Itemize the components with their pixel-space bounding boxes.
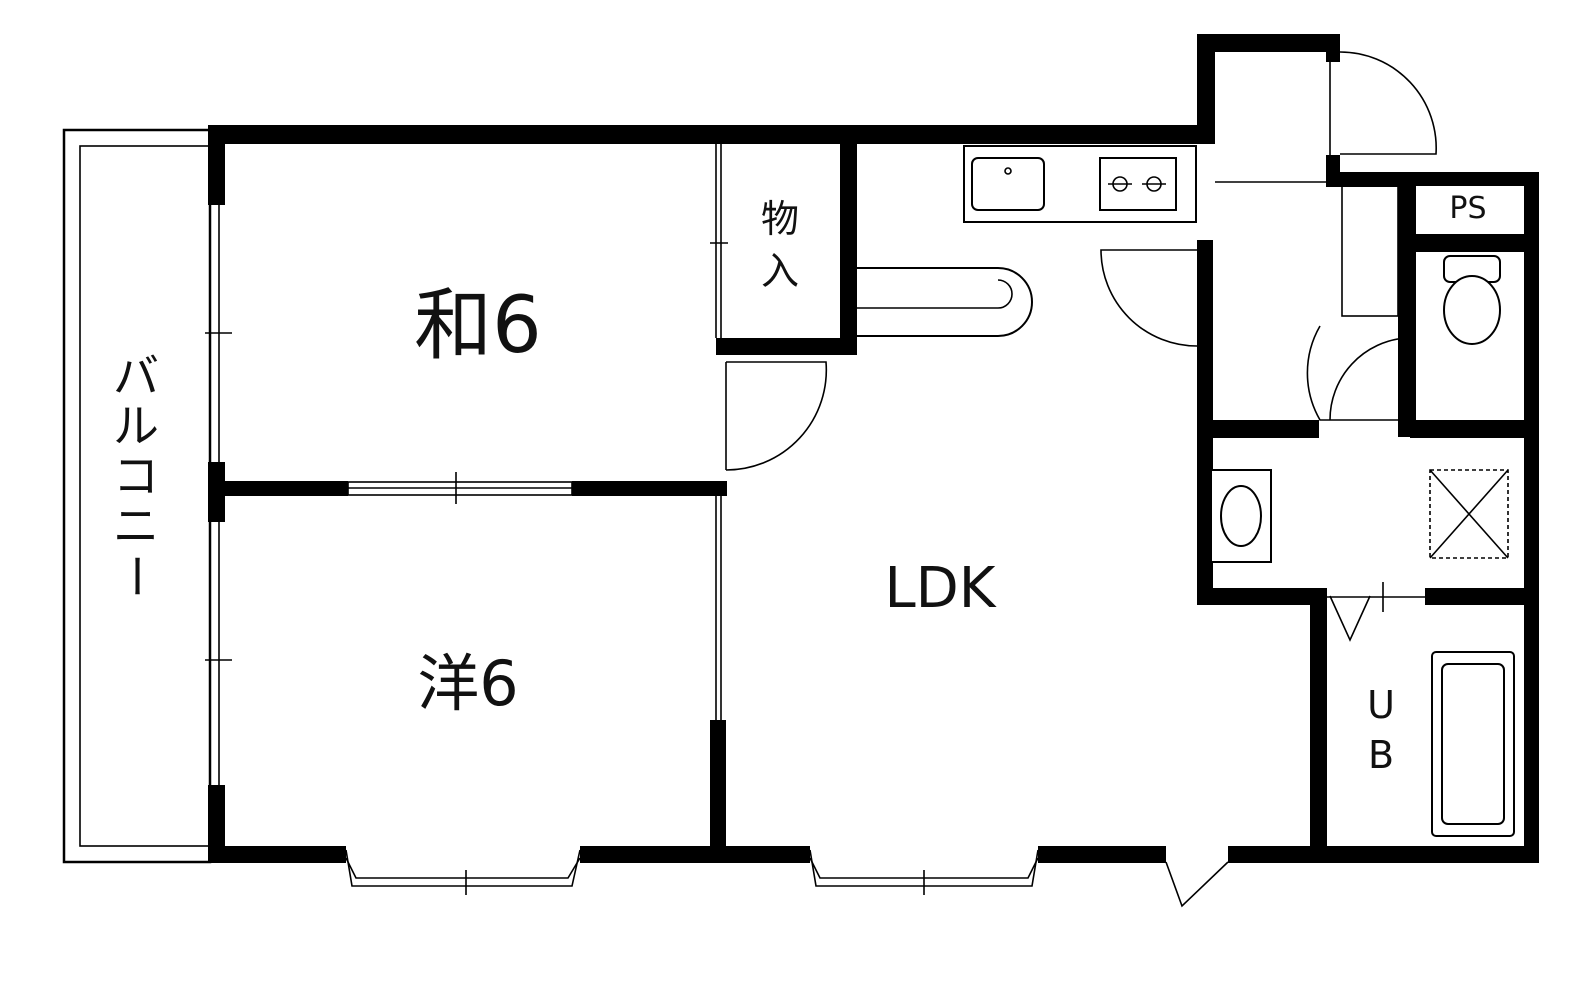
room-label-balcony: バ ル コ ニ ー (109, 349, 163, 599)
balcony-char-3: コ (113, 449, 159, 503)
washing-machine-pan (1429, 469, 1509, 559)
room-label-pipe-space: PS (1449, 191, 1486, 226)
balcony-char-2: ル (113, 399, 159, 453)
hall-shelf (1215, 181, 1399, 317)
room-label-unit-bath-2: B (1368, 733, 1394, 777)
kitchen-counter (963, 145, 1197, 223)
room-label-unit-bath-1: U (1367, 683, 1395, 727)
walls (208, 34, 1539, 863)
balcony-char-1: バ (113, 349, 159, 403)
balcony-char-5: ー (109, 553, 163, 599)
room-label-ldk: LDK (884, 556, 996, 621)
doors (725, 51, 1437, 908)
room-label-youshitsu: 洋6 (417, 647, 518, 720)
windows (205, 144, 1039, 895)
breakfast-bar (857, 267, 1033, 337)
room-label-storage-2: 入 (761, 249, 799, 293)
bathtub (1431, 651, 1515, 837)
balcony-char-4: ニ (113, 499, 159, 553)
toilet (1443, 255, 1501, 345)
washbasin (1210, 469, 1272, 563)
room-label-washitsu: 和6 (414, 281, 542, 371)
room-label-storage-1: 物 (761, 197, 799, 241)
